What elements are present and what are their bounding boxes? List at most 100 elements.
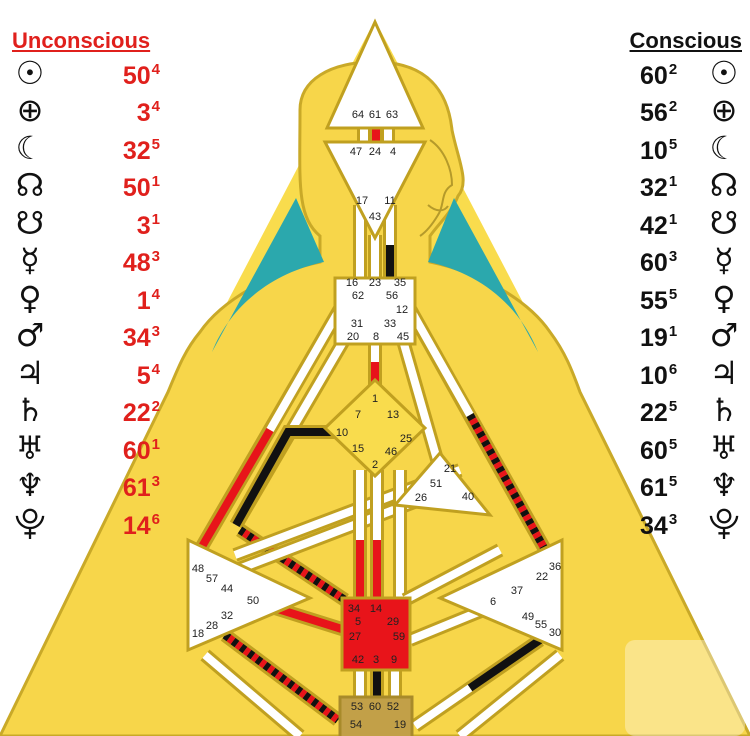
unconscious-row-mars: ♂343: [12, 317, 212, 355]
conscious-row-south-node: 421☋: [542, 204, 742, 242]
unconscious-line-value: 1: [151, 435, 160, 453]
gate-5-label: 5: [355, 616, 361, 628]
ego-center: [391, 450, 494, 517]
centers: [186, 18, 564, 736]
gate-2-label: 2: [372, 459, 378, 471]
uranus-icon: ♅: [709, 428, 739, 467]
gate-22-label: 22: [536, 571, 548, 583]
gate-47-label: 47: [350, 146, 362, 158]
mars-icon: ♂: [15, 316, 45, 355]
unconscious-line-value: 4: [151, 98, 160, 116]
conscious-row-saturn: 225 ♄: [542, 392, 742, 430]
gate-16-label: 16: [346, 277, 358, 289]
gate-14-label: 14: [370, 603, 382, 615]
conscious-line-value: 1: [668, 210, 678, 228]
saturn-icon: ♄: [15, 391, 45, 430]
gate-62-label: 62: [352, 290, 364, 302]
venus-icon: ♀: [712, 278, 736, 317]
unconscious-line-value: 3: [151, 323, 160, 341]
solar-plexus-center: [436, 537, 564, 653]
gate-40-label: 40: [462, 491, 474, 503]
root-center: [338, 695, 414, 736]
gate-1-label: 1: [372, 393, 378, 405]
unconscious-title: Unconscious: [12, 28, 151, 53]
gate-12-label: 12: [396, 304, 408, 316]
gate-3-label: 3: [373, 654, 379, 666]
unconscious-row-neptune: ♆613: [12, 467, 212, 505]
gate-25-label: 25: [400, 433, 412, 445]
gate-50-label: 50: [247, 595, 259, 607]
unconscious-row-south-node: ☋ 31: [12, 204, 212, 242]
unconscious-line-value: 4: [151, 285, 160, 303]
conscious-rows: 602☉562⊕105☾321☊421☋603☿555♀191♂106♃225♄…: [542, 54, 742, 542]
conscious-row-north-node: 321☊: [542, 167, 742, 205]
conscious-gate-value: 105: [640, 135, 678, 165]
conscious-gate-value: 225: [640, 398, 678, 428]
unconscious-rows: ☉504⊕34☾325☊501☋31☿483♀14♂343♃54♄222♅601…: [12, 54, 212, 542]
conscious-gate-value: 605: [640, 435, 678, 465]
gate-64-label: 64: [352, 109, 364, 121]
uranus-icon: ♅: [15, 428, 45, 467]
gate-46-label: 46: [385, 446, 397, 458]
conscious-gate-value: 603: [640, 248, 678, 278]
gate-28-label: 28: [206, 620, 218, 632]
spleen-center: [186, 537, 314, 653]
unconscious-row-earth: ⊕34: [12, 92, 212, 130]
south-node-icon: ☋: [709, 203, 739, 242]
saturn-icon: ♄: [709, 391, 739, 430]
gate-11-label: 11: [384, 195, 395, 207]
unconscious-line-value: 6: [151, 510, 160, 528]
throat-center: [333, 276, 417, 346]
sacral-center: [340, 596, 412, 672]
gate-35-label: 35: [394, 277, 406, 289]
gate-42-label: 42: [352, 654, 364, 666]
unconscious-gate-value: 601: [122, 435, 160, 465]
gate-15-label: 15: [352, 443, 364, 455]
gate-45-label: 45: [397, 331, 409, 343]
gate-34-label: 34: [348, 603, 360, 615]
mercury-icon: ☿: [20, 241, 40, 280]
unconscious-gate-value: 222: [122, 398, 160, 428]
conscious-column: Conscious 602☉562⊕105☾321☊421☋603☿555♀19…: [542, 28, 742, 542]
corner-watermark: [625, 640, 745, 736]
gate-26-label: 26: [415, 492, 427, 504]
gate-43-label: 43: [369, 211, 381, 223]
north-node-icon: ☊: [15, 166, 45, 205]
gate-55-label: 55: [535, 619, 547, 631]
conscious-row-earth: 562⊕: [542, 92, 742, 130]
gate-48-label: 48: [192, 563, 204, 575]
conscious-gate-value: 321: [640, 173, 678, 203]
unconscious-gate-value: 483: [122, 248, 160, 278]
conscious-gate-value: 602: [640, 60, 678, 90]
gate-33-label: 33: [384, 318, 396, 330]
face-smile: [427, 204, 449, 212]
gate-7-label: 7: [355, 409, 361, 421]
gate-49-label: 49: [522, 611, 534, 623]
conscious-line-value: 5: [668, 473, 678, 491]
unconscious-gate-value: 54: [136, 360, 160, 390]
conscious-gate-value: 106: [640, 360, 678, 390]
south-node-icon: ☋: [15, 203, 45, 242]
gate-52-label: 52: [387, 701, 399, 713]
conscious-title: Conscious: [629, 28, 742, 53]
jupiter-icon: ♃: [709, 353, 739, 392]
gate-57-label: 57: [206, 573, 218, 585]
gate-63-label: 63: [386, 109, 398, 121]
gate-6-label: 6: [490, 596, 496, 608]
conscious-line-value: 5: [668, 135, 678, 153]
conscious-row-mercury: 603☿: [542, 242, 742, 280]
gate-24-label: 24: [369, 146, 381, 158]
sun-icon: ☉: [709, 53, 739, 92]
venus-icon: ♀: [18, 278, 42, 317]
neptune-icon: ♆: [15, 466, 45, 505]
gate-53-label: 53: [351, 701, 363, 713]
unconscious-line-value: 4: [151, 360, 160, 378]
unconscious-row-uranus: ♅ 601: [12, 429, 212, 467]
earth-icon: ⊕: [710, 91, 738, 130]
gate-36-label: 36: [549, 561, 561, 573]
unconscious-gate-value: 31: [136, 210, 160, 240]
conscious-row-mars: 191♂: [542, 317, 742, 355]
unconscious-gate-value: 14: [136, 285, 160, 315]
gate-20-label: 20: [347, 331, 359, 343]
head-center: [324, 18, 426, 130]
